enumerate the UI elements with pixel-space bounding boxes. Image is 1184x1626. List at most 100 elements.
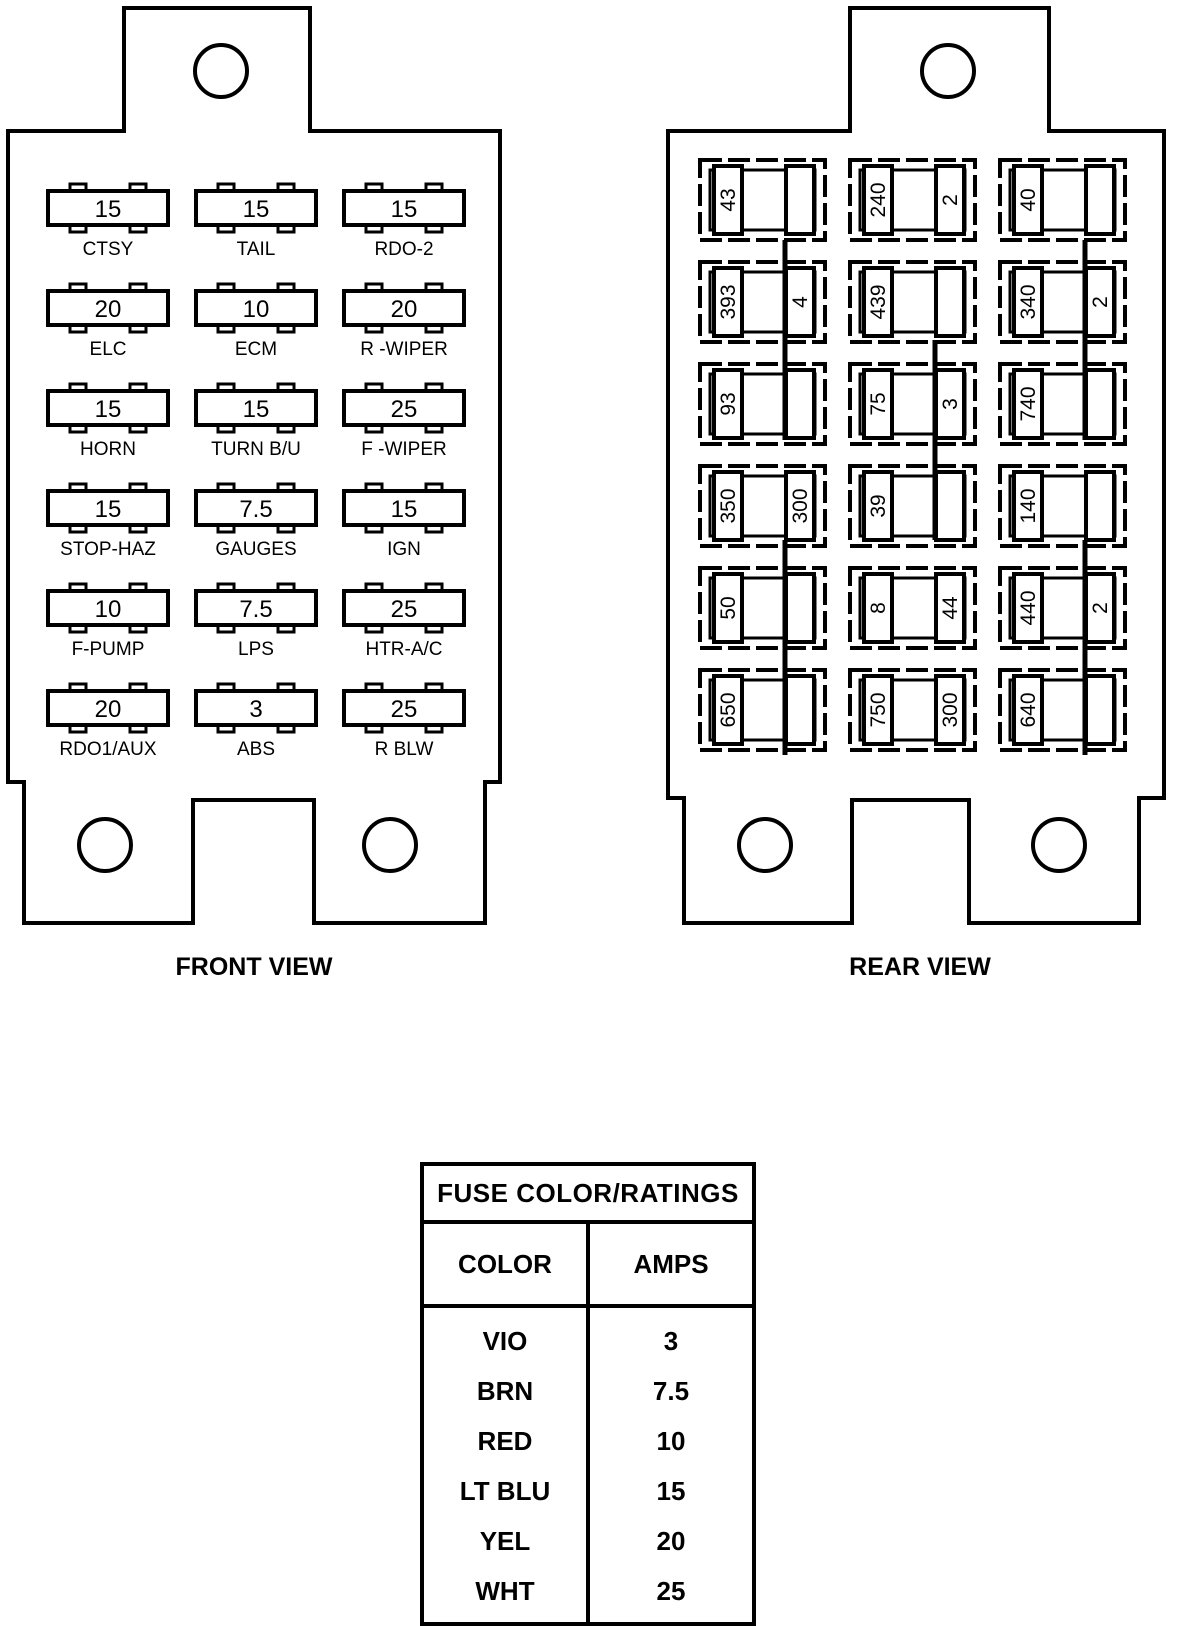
mounting-hole-icon xyxy=(362,817,418,873)
circuit-number: 650 xyxy=(717,692,740,727)
fuse-body xyxy=(46,589,170,627)
fuse-body xyxy=(46,289,170,327)
table-header-row: COLOR AMPS xyxy=(424,1224,752,1308)
circuit-number: 300 xyxy=(939,692,962,727)
circuit-number: 50 xyxy=(717,596,740,619)
fuse-amps: 15 xyxy=(391,196,418,223)
cavity-outline xyxy=(848,464,977,548)
cavity-outline xyxy=(848,566,977,650)
fuse-amps: 25 xyxy=(391,396,418,423)
terminal xyxy=(1012,266,1044,338)
circuit-number: 740 xyxy=(1017,386,1040,421)
circuit-number: 40 xyxy=(1017,188,1040,211)
fuse-label: HORN xyxy=(80,439,136,460)
fuse-label: F -WIPER xyxy=(361,439,447,460)
rear-cavity: 140 xyxy=(998,464,1127,548)
terminal xyxy=(1084,164,1116,236)
terminal xyxy=(862,266,894,338)
fuse-body xyxy=(194,189,318,227)
cavity-outline xyxy=(998,158,1127,242)
circuit-number: 8 xyxy=(867,602,890,614)
column-header-color: COLOR xyxy=(424,1224,590,1304)
cavity-outline xyxy=(998,566,1127,650)
fuse: 25 F -WIPER xyxy=(342,382,466,460)
rear-cavity: 340 2 xyxy=(998,260,1127,344)
fuse-amps: 25 xyxy=(391,596,418,623)
circuit-number: 240 xyxy=(867,182,890,217)
mounting-hole-icon xyxy=(920,43,976,99)
terminal xyxy=(712,164,744,236)
color-cell: WHT xyxy=(475,1576,535,1606)
rear-cavity: 240 2 xyxy=(848,158,977,242)
fuse-label: CTSY xyxy=(83,239,134,260)
circuit-number: 2 xyxy=(1089,602,1112,614)
circuit-number: 2 xyxy=(939,194,962,206)
fuse-body xyxy=(342,389,466,427)
terminal xyxy=(784,164,816,236)
fuse-label: ECM xyxy=(235,339,277,360)
fuse-body xyxy=(46,489,170,527)
terminal xyxy=(712,266,744,338)
mounting-hole-icon xyxy=(193,43,249,99)
fuse-amps: 15 xyxy=(243,396,270,423)
terminal xyxy=(934,266,966,338)
amps-cell: 20 xyxy=(656,1526,686,1556)
terminal xyxy=(862,164,894,236)
cavity-outline xyxy=(698,668,827,752)
circuit-number: 2 xyxy=(1089,296,1112,308)
circuit-number: 340 xyxy=(1017,284,1040,319)
fuse-label: HTR-A/C xyxy=(365,639,442,660)
terminal xyxy=(712,572,744,644)
rear-cavity: 39 xyxy=(848,464,977,548)
circuit-number: 3 xyxy=(939,398,962,410)
terminal xyxy=(1012,674,1044,746)
color-cell: BRN xyxy=(476,1376,534,1406)
fuse-label: ELC xyxy=(90,339,127,360)
terminal xyxy=(1084,674,1116,746)
fuse-label: TAIL xyxy=(237,239,276,260)
fuse-amps: 20 xyxy=(95,296,122,323)
cavity-outline xyxy=(998,464,1127,548)
cavity-outline xyxy=(848,668,977,752)
mounting-hole-icon xyxy=(737,817,793,873)
circuit-number: 300 xyxy=(789,488,812,523)
rear-cavity: 440 2 xyxy=(998,566,1127,650)
terminal xyxy=(934,572,966,644)
fuse-amps: 15 xyxy=(95,396,122,423)
color-cell: RED xyxy=(477,1426,533,1456)
fuse-body xyxy=(194,589,318,627)
fuse-body xyxy=(194,389,318,427)
fuse-label: R BLW xyxy=(375,739,434,760)
front-panel-outline xyxy=(6,6,502,925)
circuit-number: 44 xyxy=(939,596,962,620)
terminal xyxy=(784,470,816,542)
front-view-caption: FRONT VIEW xyxy=(176,953,333,981)
fuse-amps: 15 xyxy=(391,496,418,523)
rear-cavity: 50 xyxy=(698,566,827,650)
cavity-outline xyxy=(998,362,1127,446)
circuit-number: 140 xyxy=(1017,488,1040,523)
circuit-number: 440 xyxy=(1017,590,1040,625)
rear-cavity: 40 xyxy=(998,158,1127,242)
terminal xyxy=(1012,368,1044,440)
cavity-outline xyxy=(998,668,1127,752)
cavity-outline xyxy=(998,260,1127,344)
fuse-body xyxy=(46,389,170,427)
terminal xyxy=(1012,572,1044,644)
circuit-number: 350 xyxy=(717,488,740,523)
fuse-body xyxy=(194,689,318,727)
circuit-number: 640 xyxy=(1017,692,1040,727)
fuse-label: TURN B/U xyxy=(211,439,301,460)
fuse-amps: 3 xyxy=(249,696,262,723)
rear-cavity: 350 300 xyxy=(698,464,827,548)
